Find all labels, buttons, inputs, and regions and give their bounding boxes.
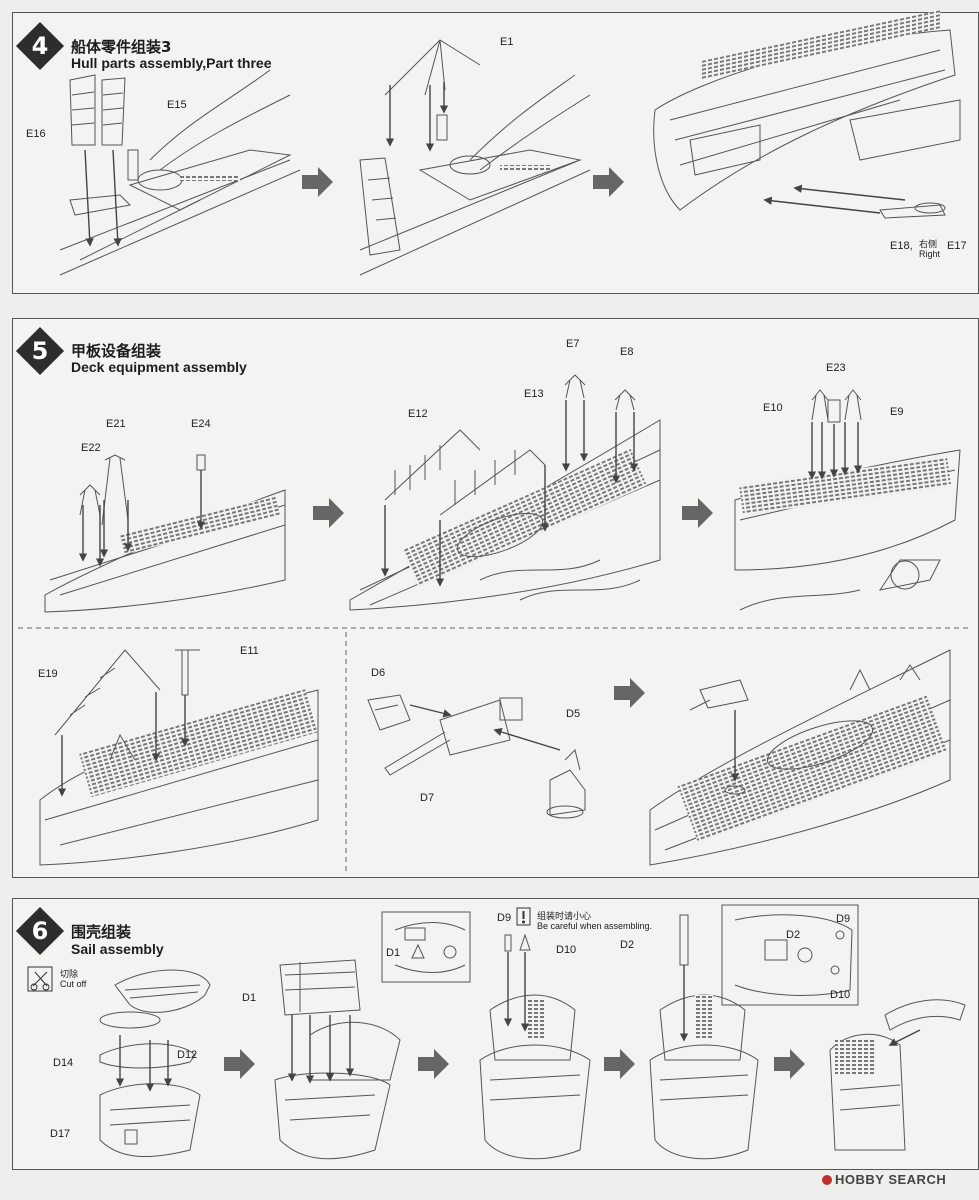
- careful-note-cn: 组装时请小心: [537, 911, 592, 921]
- step4-arrows-3: [763, 184, 906, 214]
- step5-deck-view-2: [349, 374, 661, 611]
- step6-arrows-2: [287, 1015, 355, 1084]
- step6-title-cn: 围壳组装: [71, 923, 132, 941]
- step5-deck-view-5: [649, 649, 951, 866]
- next-step-arrow: [593, 167, 624, 197]
- step6-detail-box-d1: [381, 911, 471, 983]
- step4-panel: [12, 12, 979, 294]
- detail-label-d1: D1: [386, 947, 401, 959]
- part-label-d12: D12: [177, 1049, 198, 1061]
- step6-arrows-3: [503, 952, 530, 1032]
- step6-arrow-5: [888, 1029, 921, 1046]
- step4-hull-view-2: [359, 39, 591, 276]
- part-label-d14: D14: [53, 1057, 74, 1069]
- step5-arrows-3: [807, 422, 863, 480]
- step5-title-en: Deck equipment assembly: [71, 359, 247, 375]
- next-step-arrow: [302, 167, 333, 197]
- step5-gun-assembly: [367, 694, 586, 819]
- part-label-e8: E8: [620, 346, 634, 358]
- step4-number: 4: [31, 32, 49, 60]
- step5-arrows-4: [57, 692, 190, 797]
- part-label-e12: E12: [408, 408, 428, 420]
- next-step-arrow: [604, 1049, 635, 1079]
- next-step-arrow: [614, 678, 645, 708]
- step5-deck-view-1: [44, 454, 286, 613]
- warning-icon: [516, 907, 531, 926]
- part-label-e19: E19: [38, 668, 58, 680]
- right-side-label-cn: 右侧: [919, 239, 938, 249]
- part-label-e23: E23: [826, 362, 846, 374]
- part-label-e21: E21: [106, 418, 126, 430]
- part-label-e16: E16: [26, 128, 46, 140]
- part-label-e24: E24: [191, 418, 211, 430]
- part-label-e11: E11: [240, 645, 259, 657]
- cut-off-icon: [27, 966, 53, 992]
- step6-sail-view-5: [829, 999, 966, 1151]
- step5-title-cn: 甲板设备组装: [71, 342, 162, 360]
- cut-off-label-en: Cut off: [60, 979, 87, 989]
- part-label-d9: D9: [497, 912, 512, 924]
- next-step-arrow: [313, 498, 344, 528]
- part-label-d10: D10: [556, 944, 577, 956]
- hobby-search-watermark: HOBBY SEARCH: [822, 1172, 946, 1187]
- part-label-d7: D7: [420, 792, 435, 804]
- step4-arrows-2: [385, 82, 449, 152]
- step6-sail-parts: [99, 969, 211, 1158]
- watermark-text: HOBBY SEARCH: [835, 1172, 947, 1187]
- step6-arrows-1: [115, 1035, 173, 1092]
- step5-arrows-5: [409, 704, 561, 751]
- right-side-label-en: Right: [919, 249, 941, 259]
- step4-hull-view-3: [653, 10, 961, 219]
- careful-note-en: Be careful when assembling.: [537, 921, 653, 931]
- step6-sail-view-3: [479, 933, 591, 1160]
- next-step-arrow: [682, 498, 713, 528]
- step4-hull-view-1: [59, 69, 301, 276]
- part-label-d5: D5: [566, 708, 581, 720]
- step5-deck-view-3: [734, 389, 961, 611]
- step5-arrows-2: [380, 400, 639, 587]
- next-step-arrow: [774, 1049, 805, 1079]
- step5-arrows-1: [78, 470, 206, 567]
- step6-sail-view-4: [649, 914, 759, 1160]
- step5-number: 5: [31, 337, 49, 365]
- step4-title-en: Hull parts assembly,Part three: [71, 55, 272, 71]
- part-label-e10: E10: [763, 402, 783, 414]
- part-label-d6: D6: [371, 667, 386, 679]
- detail-label-d10: D10: [830, 989, 851, 1001]
- part-label-e1: E1: [500, 36, 514, 48]
- part-label-d17: D17: [50, 1128, 71, 1140]
- next-step-arrow: [418, 1049, 449, 1079]
- part-label-e15: E15: [167, 99, 187, 111]
- step6-sail-view-2: [274, 959, 401, 1160]
- detail-label-d9: D9: [836, 913, 851, 925]
- part-label-d2: D2: [620, 939, 635, 951]
- part-label-e9: E9: [890, 406, 904, 418]
- step6-number: 6: [31, 917, 49, 945]
- part-label-e7: E7: [566, 338, 580, 350]
- step6-title-en: Sail assembly: [71, 941, 164, 957]
- step4-arrows-1: [84, 149, 122, 247]
- part-label-e13: E13: [524, 388, 544, 400]
- step4-title-cn: 船体零件组装3: [71, 38, 172, 56]
- part-label-e17: E17: [947, 240, 967, 252]
- detail-label-d2: D2: [786, 929, 801, 941]
- cut-off-label-cn: 切除: [60, 969, 79, 979]
- part-label-e22: E22: [81, 442, 101, 454]
- hobby-search-logo-icon: [822, 1175, 832, 1185]
- next-step-arrow: [224, 1049, 255, 1079]
- part-label-d1: D1: [242, 992, 257, 1004]
- step5-deck-view-4: [39, 649, 319, 866]
- part-label-e18: E18,: [890, 240, 913, 252]
